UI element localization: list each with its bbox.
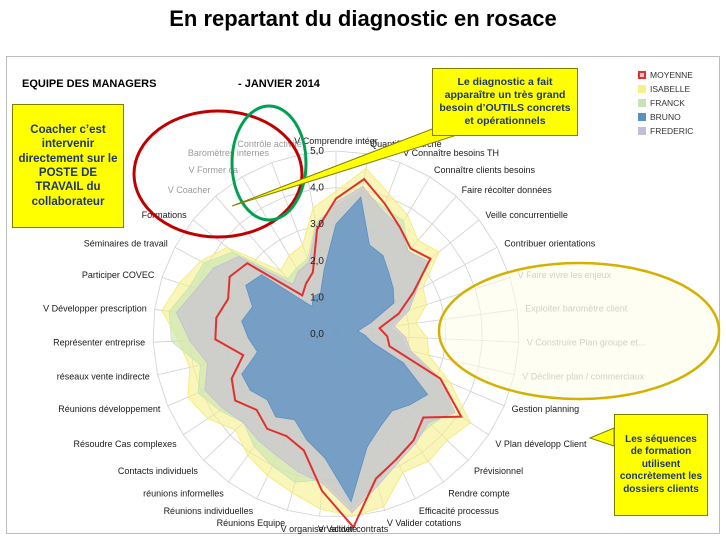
radial-tick-label: 4,0 bbox=[310, 183, 324, 194]
category-label: V Connaître besoins TH bbox=[403, 148, 499, 158]
legend-swatch bbox=[638, 99, 646, 107]
category-label: Contribuer orientations bbox=[504, 238, 596, 248]
category-label: Résoudre Cas complexes bbox=[74, 439, 178, 449]
category-label: Baromètres internes bbox=[188, 148, 270, 158]
series-bruno bbox=[241, 196, 429, 503]
date-title: - JANVIER 2014 bbox=[238, 78, 320, 90]
category-label: Contacts individuels bbox=[118, 466, 199, 476]
legend-swatch bbox=[638, 71, 646, 79]
legend-label: ISABELLE bbox=[650, 84, 691, 94]
category-label: Réunions développement bbox=[58, 404, 161, 414]
radar-series bbox=[161, 167, 471, 530]
formation-callout: Les séquences de formation utilisent con… bbox=[614, 414, 708, 516]
category-label: Connaître clients besoins bbox=[434, 165, 536, 175]
category-label: Séminaires de travail bbox=[84, 238, 168, 248]
category-label: réseaux vente indirecte bbox=[57, 372, 150, 382]
legend-swatch bbox=[638, 127, 646, 135]
radial-tick-label: 1,0 bbox=[310, 292, 324, 303]
category-label: réunions informelles bbox=[143, 489, 224, 499]
formation-callout-pointer bbox=[588, 427, 615, 447]
legend-label: FREDERIC bbox=[650, 126, 694, 136]
category-label: Participer COVEC bbox=[82, 270, 155, 280]
legend-label: FRANCK bbox=[650, 98, 685, 108]
radial-tick-label: 5,0 bbox=[310, 146, 324, 157]
category-label: Représenter entreprise bbox=[53, 338, 145, 348]
series-moyenne bbox=[214, 177, 463, 530]
green-highlight-ellipse bbox=[230, 104, 308, 222]
team-title: EQUIPE DES MANAGERS bbox=[22, 78, 157, 90]
legend-label: MOYENNE bbox=[650, 70, 693, 80]
highlight-ellipses bbox=[132, 104, 721, 447]
category-label: Rendre compte bbox=[448, 489, 510, 499]
red-highlight-ellipse bbox=[132, 109, 304, 239]
legend-swatch bbox=[638, 85, 646, 93]
outils-callout: Le diagnostic a fait apparaître un très … bbox=[432, 68, 578, 136]
category-label: V Coacher bbox=[168, 185, 211, 195]
category-label: V Former ca bbox=[189, 165, 239, 175]
chart-legend: MOYENNE ISABELLE FRANCK BRUNO FREDERIC bbox=[638, 68, 693, 138]
category-label: Réunions individuelles bbox=[164, 506, 254, 516]
legend-label: BRUNO bbox=[650, 112, 681, 122]
category-label: V Plan développ Client bbox=[495, 439, 587, 449]
category-label: Réunions Equipe bbox=[217, 518, 286, 528]
category-label: V Valider cotations bbox=[387, 518, 462, 528]
category-label: V Valider contrats bbox=[318, 524, 389, 534]
legend-item: BRUNO bbox=[638, 110, 693, 124]
category-label: Veille concurrentielle bbox=[485, 210, 568, 220]
legend-item: FRANCK bbox=[638, 96, 693, 110]
category-label: Contrôle activité bbox=[237, 139, 302, 149]
radial-tick-label: 0,0 bbox=[310, 329, 324, 340]
category-label: Efficacité processus bbox=[419, 506, 499, 516]
legend-item: FREDERIC bbox=[638, 124, 693, 138]
category-label: V Comprendre intégr bbox=[294, 136, 378, 146]
radial-tick-label: 3,0 bbox=[310, 219, 324, 230]
category-label: Prévisionnel bbox=[474, 466, 523, 476]
category-label: Gestion planning bbox=[512, 404, 580, 414]
legend-item: MOYENNE bbox=[638, 68, 693, 82]
radar-ticks: 0,0 1,0 2,0 3,0 4,0 5,0 bbox=[310, 146, 324, 340]
grid-ring bbox=[152, 150, 520, 517]
slide-title: En repartant du diagnostic en rosace bbox=[169, 6, 557, 31]
legend-item: ISABELLE bbox=[638, 82, 693, 96]
legend-swatch bbox=[638, 113, 646, 121]
category-label: V organiser activité bbox=[281, 524, 358, 534]
category-label: Faire récolter données bbox=[462, 185, 553, 195]
yellow-highlight-ellipse bbox=[437, 261, 721, 401]
coacher-callout: Coacher c’est intervenir directement sur… bbox=[12, 104, 124, 228]
category-label: V Développer prescription bbox=[43, 303, 147, 313]
category-label: Formations bbox=[142, 210, 188, 220]
radial-tick-label: 2,0 bbox=[310, 256, 324, 267]
